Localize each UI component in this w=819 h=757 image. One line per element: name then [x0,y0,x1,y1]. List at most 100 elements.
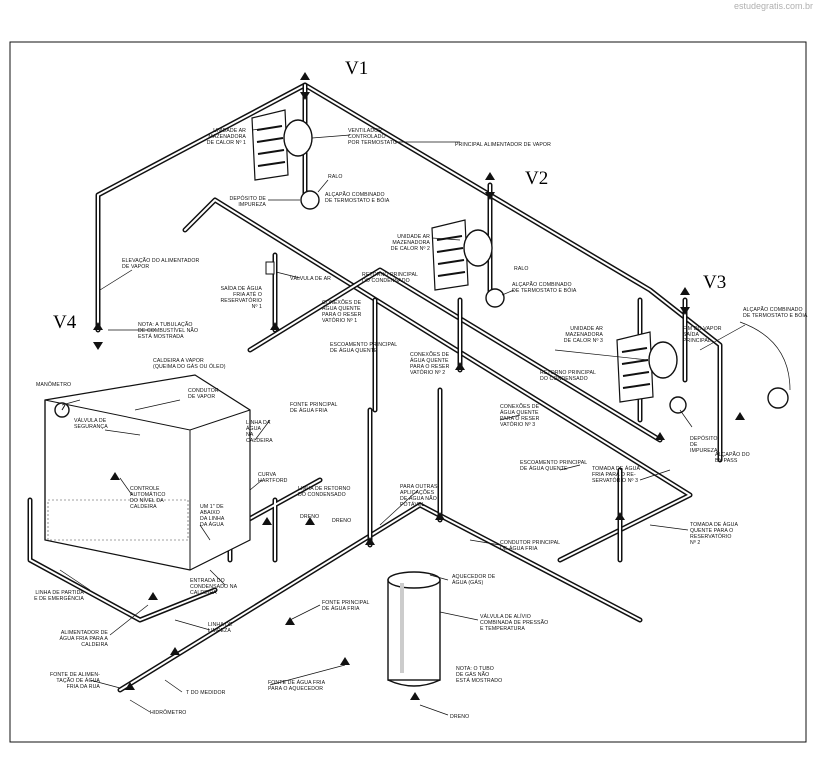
label-line: DE TERMOSTATO E BÓIA [325,197,390,204]
label-line: VENTILADOR [348,128,382,134]
hot-water-main [247,267,663,443]
vertical-risers [367,297,623,563]
label-line: HARTFORD [258,478,288,484]
label-line: DO NÍVEL DA [130,497,164,504]
label-line: FONTE DE ÁGUA FRIA [268,679,326,686]
label-line: CALDEIRA [190,590,217,596]
label-line: MAZENADORA [392,240,430,246]
label-line: ALIMENTADOR DE [61,630,109,636]
label-line: DRENO [300,514,319,520]
valve-tag-v1: V1 [345,58,368,79]
label-line: DE VAPOR [188,394,215,400]
pressure-gauge [54,402,70,418]
label-line: RESERVATÓRIO [220,297,262,304]
steam-supply-main [95,82,723,463]
label-line: DRENO [332,518,351,524]
label-line: CALDEIRA [246,438,273,444]
label-line: FONTE PRINCIPAL [322,600,370,606]
label-line: DE ÁGUA FRIA [290,407,328,414]
label-line: DE COMBUSTÍVEL NÃO [138,327,198,334]
label-line: RETORNO PRINCIPAL [362,272,418,278]
label-line: FRIA PARA O RE- [592,472,636,478]
label-line: DEPÓSITO [690,435,718,442]
label-line: PRINCIPAL ALIMENTADOR DE VAPOR [455,142,551,148]
label-line: RALO [328,174,343,180]
label-line: DE [690,442,698,448]
label-line: T DO MEDIDOR [186,690,226,696]
label-line: CURVA [258,472,277,478]
label-line: DE ÁGUA QUENTE [330,347,378,354]
label-line: PARA OUTRAS [400,484,438,490]
label-air-valve: VÁLVULA DE AR [290,275,331,282]
valve-tag-v3: V3 [703,272,726,293]
label-line: ÁGUA (GÁS) [452,579,483,586]
label-line: VÁLVULA DE AR [290,275,331,282]
label-line: DE CALOR Nº 1 [207,140,246,146]
label-line: VÁLVULA DE ALÍVIO [480,613,531,620]
label-line: VATÓRIO Nº 1 [322,317,357,324]
label-line: TOMADA DE ÁGUA [690,521,738,528]
label-line: MAZENADORA [208,134,246,140]
label-line: QUENTE PARA O [690,528,733,534]
label-line: UNIDADE AR [213,128,246,134]
label-line: AQUECEDOR DE [452,574,496,580]
label-line: FONTE PRINCIPAL [290,402,338,408]
label-line: ÁGUA FRIA PARA A [60,635,109,642]
label-line: AUTOMÁTICO [130,491,166,498]
label-line: DO CONDENSADO [298,492,346,498]
label-line: PARA O RESER [410,364,450,370]
label-line: ESTÁ MOSTRADO [456,677,502,684]
steam-trap-3 [669,387,789,414]
label-line: DE VAPOR [122,264,149,270]
label-line: ÁGUA QUENTE [410,357,449,364]
label-line: SERVATÓRIO Nº 3 [592,477,638,484]
label-line: ABAIXO [200,510,220,516]
label-line: LIMPEZA [208,628,231,634]
label-line: PRINCIPAL [683,338,711,344]
label-pressure-gauge: MANÔMETRO [36,381,71,388]
label-line: SEGURANÇA [74,424,108,430]
label-line: POTÁVEL [400,501,425,508]
label-line: RETORNO PRINCIPAL [540,370,596,376]
label-line: ÁGUA [246,425,262,432]
label-drain-1: DRENO [300,514,319,520]
label-line: FRIA DA RUA [67,684,101,690]
label-line: CONEXÕES DE [410,351,450,358]
heater-unit-3 [616,331,678,403]
air-valve [265,261,275,275]
label-line: DEPÓSITO DE [230,195,267,202]
label-line: CALDEIRA A VAPOR [153,358,204,364]
leader-lines [59,127,791,716]
label-line: BY PASS [715,458,738,464]
gas-water-heater [387,571,441,687]
steam-boiler [44,374,251,571]
label-line: CALDEIRA [130,504,157,510]
label-line: CONTROLADO [348,134,386,140]
label-strainer-2: RALO [514,266,529,272]
label-line: ALÇAPÃO COMBINADO [512,281,572,288]
label-line: NA [246,432,254,438]
label-line: DE ÁGUA NÃO [400,495,437,502]
label-line: UNIDADE AR [397,234,430,240]
label-line: DO CONDENSADO [540,376,588,382]
label-line: CONDENSADO NA [190,584,238,590]
label-line: LINHA DE [208,622,233,628]
label-meter-tee: T DO MEDIDOR [186,690,226,696]
label-line: ESCOAMENTO PRINCIPAL [520,460,587,466]
label-line: PARA O AQUECEDOR [268,686,323,692]
